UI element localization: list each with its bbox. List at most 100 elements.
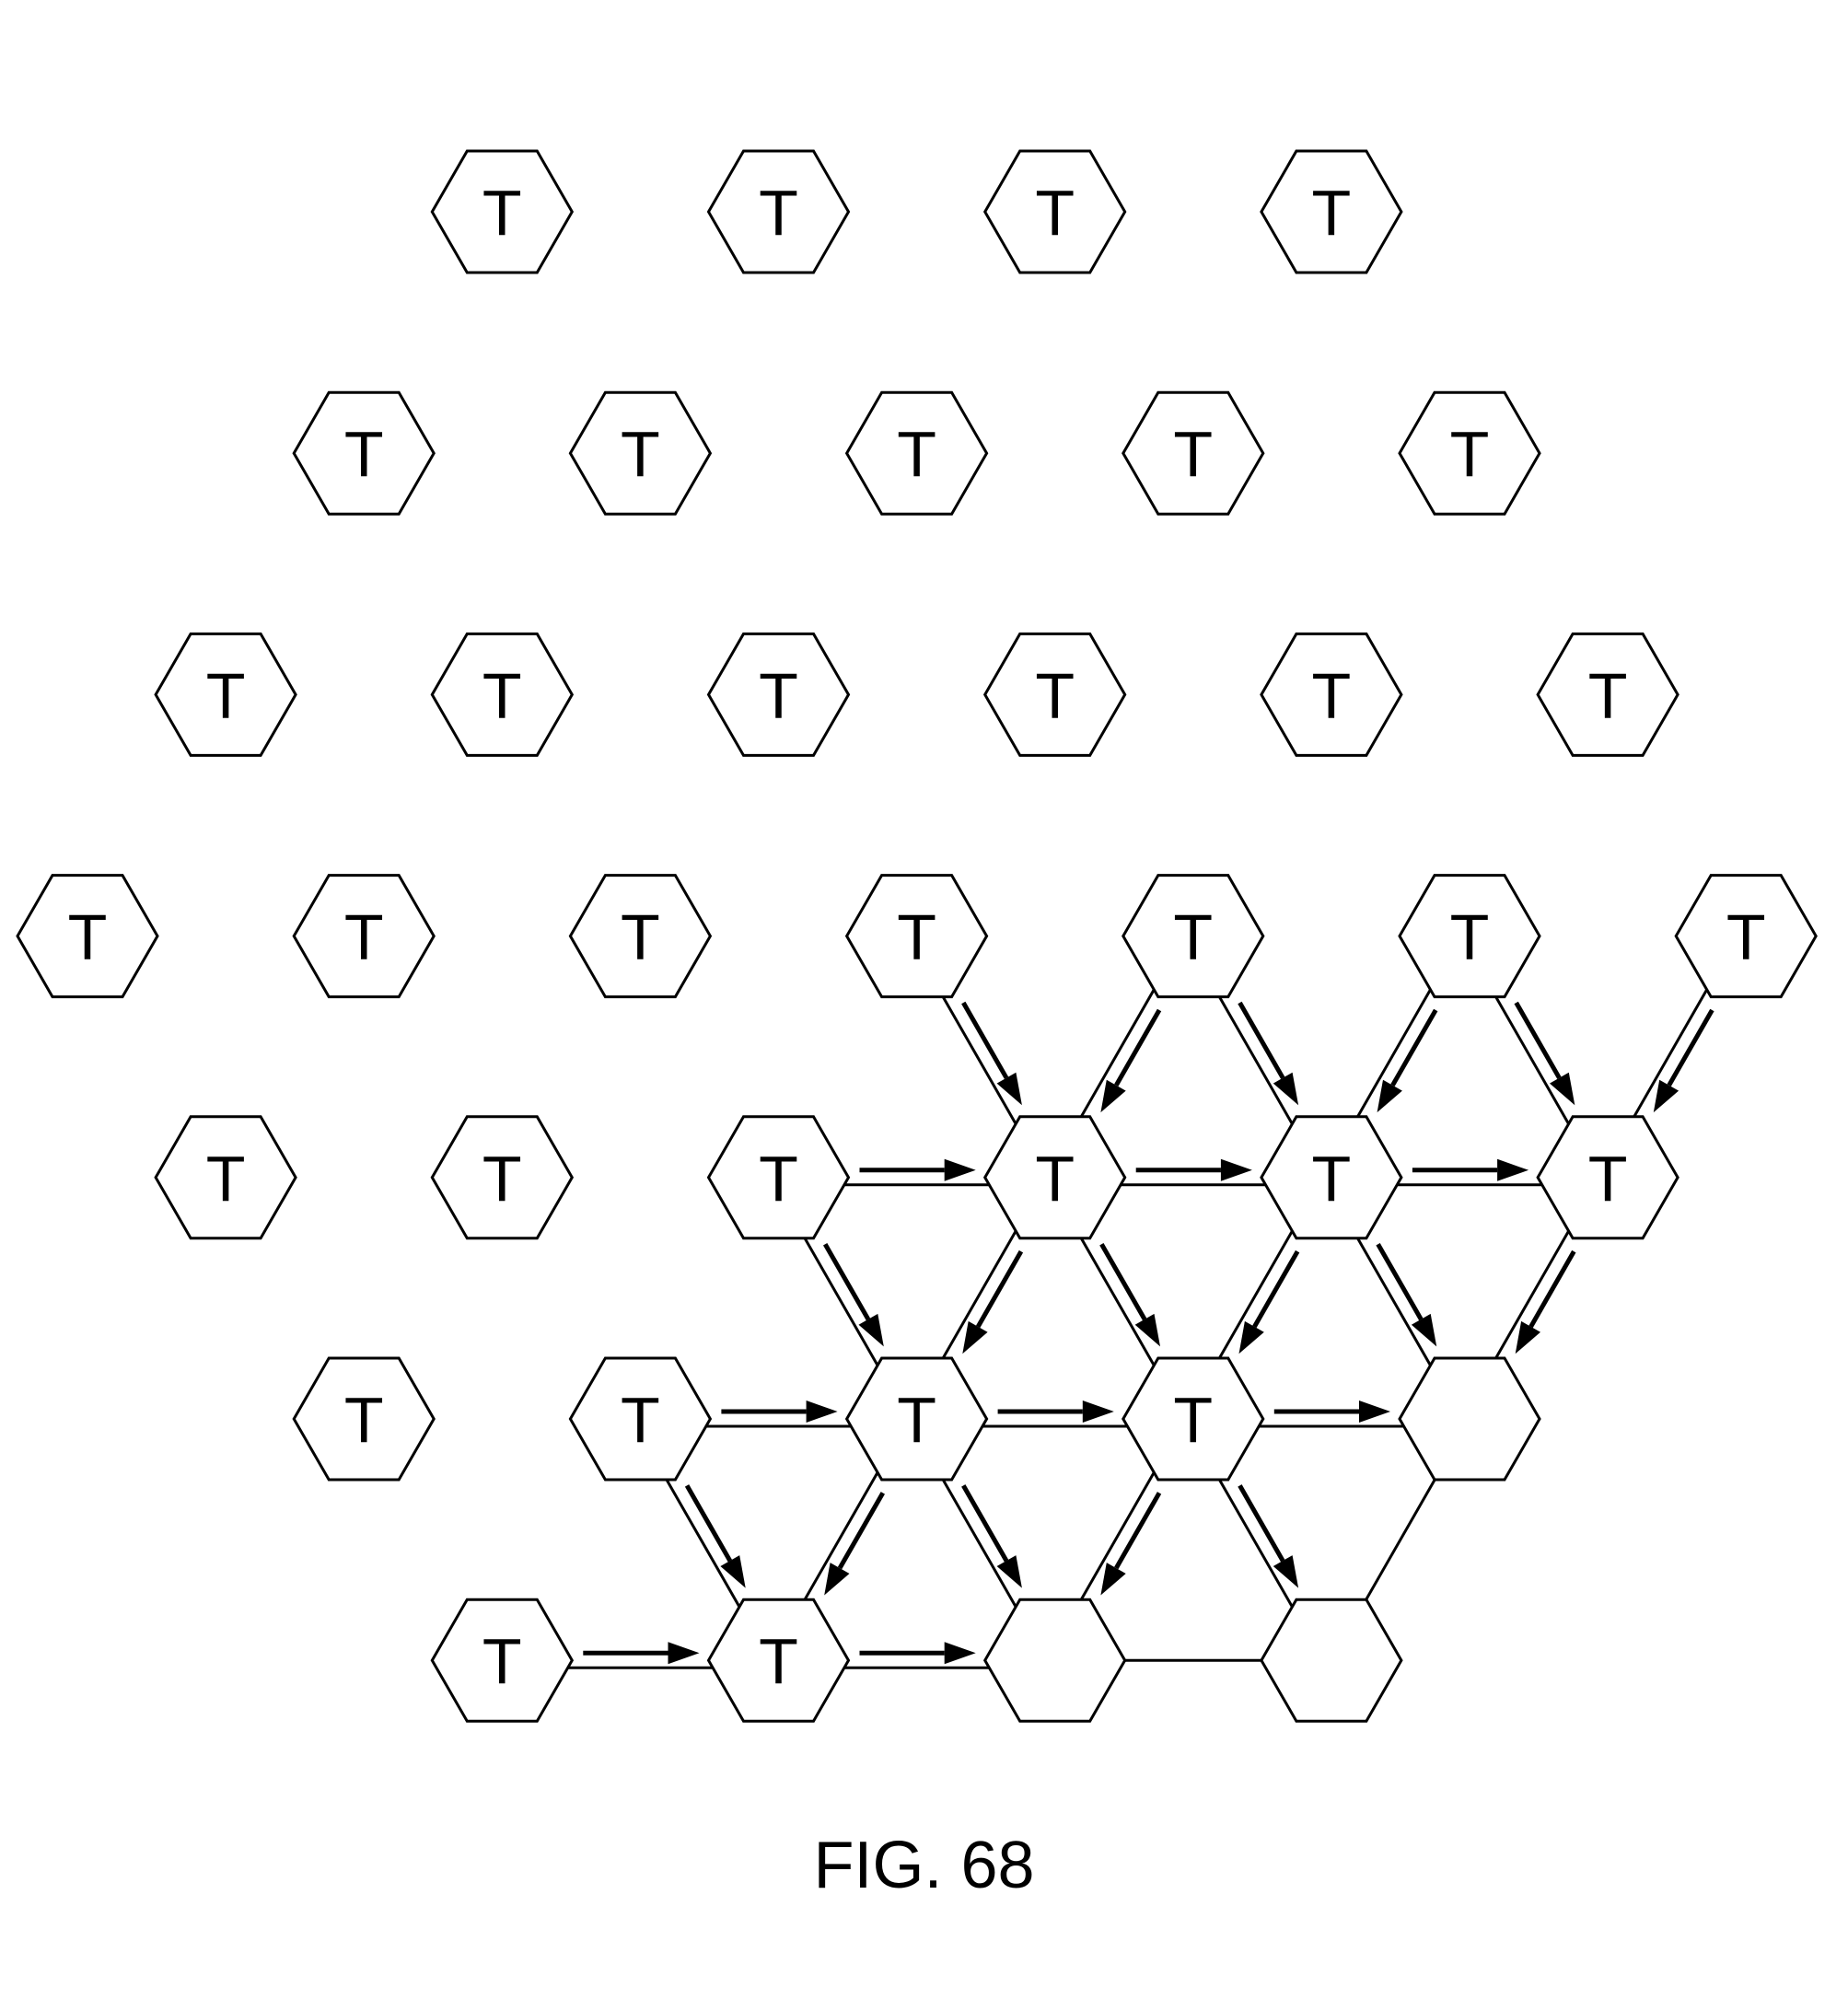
arrow-shaft <box>837 1492 885 1570</box>
hex-tile: T <box>568 390 713 516</box>
arrow-head <box>1134 1313 1160 1347</box>
hexagon-shape <box>706 149 851 274</box>
tile-label: T <box>1173 418 1213 490</box>
tile-label: T <box>759 177 798 249</box>
hex-tile: T <box>982 632 1127 757</box>
hex-tile <box>1398 1356 1541 1482</box>
tile-label: T <box>621 901 660 973</box>
hex-tile <box>982 1598 1127 1723</box>
hexagon-shape <box>844 874 989 999</box>
hexagon-shape <box>706 1598 851 1723</box>
tile-label: T <box>1173 1384 1213 1456</box>
hexagon-shape <box>982 1598 1127 1723</box>
hexagon-shape <box>568 1356 713 1482</box>
arrow-head <box>1082 1400 1114 1423</box>
tile-label: T <box>68 901 108 973</box>
arrow-head <box>944 1158 976 1181</box>
arrow-head <box>1220 1158 1252 1181</box>
tile-label: T <box>206 659 246 731</box>
hex-tile: T <box>982 1115 1127 1240</box>
hex-tile: T <box>1536 632 1679 757</box>
hexagon-shape <box>1536 632 1679 757</box>
hexagon-shape <box>844 1356 989 1482</box>
hexagon-shape <box>982 149 1127 274</box>
hexagon-shape <box>292 1356 436 1482</box>
arrow-shaft <box>1376 1242 1424 1321</box>
arrow-head <box>720 1555 746 1588</box>
hexagon-shape <box>1398 390 1541 516</box>
tile-label: T <box>482 1143 522 1215</box>
hexagon-shape <box>430 632 575 757</box>
hexagon-shape <box>568 874 713 999</box>
hex-tile: T <box>430 1598 575 1723</box>
arrow-shaft <box>1238 1001 1285 1079</box>
tile-label: T <box>344 418 384 490</box>
arrow-head <box>806 1400 838 1423</box>
hex-tile: T <box>1122 1356 1265 1482</box>
tile-label: T <box>344 901 384 973</box>
arrow-head <box>1100 1563 1126 1596</box>
hex-tile: T <box>1260 1115 1403 1240</box>
hex-tile <box>1260 1598 1403 1723</box>
arrow-shaft <box>684 1484 732 1563</box>
arrow-shaft <box>1667 1008 1714 1087</box>
hex-tile: T <box>1398 874 1541 999</box>
tile-label: T <box>1450 418 1490 490</box>
hex-tile: T <box>568 1356 713 1482</box>
hex-tile: T <box>706 1598 851 1723</box>
arrow-head <box>1653 1079 1679 1113</box>
arrow-head <box>668 1642 700 1665</box>
hexagon-shape <box>292 390 436 516</box>
hexagon-shape <box>568 390 713 516</box>
hexagon-shape <box>1122 1356 1265 1482</box>
hexagon-shape <box>982 632 1127 757</box>
arrow-shaft <box>1514 1001 1562 1079</box>
hex-tile: T <box>706 149 851 274</box>
hex-tile: T <box>430 1115 575 1240</box>
arrow-shaft <box>1528 1249 1576 1329</box>
arrow-head <box>824 1563 850 1596</box>
arrow-head <box>1497 1158 1529 1181</box>
hexagon-shape <box>1398 1356 1541 1482</box>
arrow-head <box>1359 1400 1390 1423</box>
hex-tile: T <box>706 632 851 757</box>
hexagon-shape <box>1122 390 1265 516</box>
arrow-shaft <box>1099 1242 1147 1321</box>
tile-label: T <box>482 659 522 731</box>
hex-tile: T <box>844 1356 989 1482</box>
hexagon-shape <box>154 1115 297 1240</box>
arrow-head <box>1515 1320 1540 1354</box>
tile-label: T <box>1312 659 1352 731</box>
hex-tile: T <box>1122 874 1265 999</box>
tile-label: T <box>897 901 936 973</box>
figure-caption: FIG. 68 <box>813 1829 1035 1902</box>
hexagon-shape <box>1260 149 1403 274</box>
arrow-head <box>996 1555 1022 1588</box>
arrow-shaft <box>822 1242 871 1321</box>
arrow-shaft <box>1252 1249 1300 1329</box>
hexagon-shape <box>1674 874 1818 999</box>
tile-label: T <box>1312 1143 1352 1215</box>
tile-label: T <box>759 1625 798 1697</box>
tile-label: T <box>206 1143 246 1215</box>
arrow-head <box>1377 1079 1402 1113</box>
tile-label: T <box>897 418 936 490</box>
hexagon-shape <box>16 874 159 999</box>
hex-tile: T <box>1536 1115 1679 1240</box>
hexagon-shape <box>844 390 989 516</box>
tile-label: T <box>1312 177 1352 249</box>
arrow-head <box>1273 1072 1299 1106</box>
hexagon-shape <box>1536 1115 1679 1240</box>
tile-label: T <box>482 1625 522 1697</box>
tile-label: T <box>344 1384 384 1456</box>
hex-tile: T <box>844 874 989 999</box>
tile-label: T <box>759 659 798 731</box>
arrow-head <box>996 1072 1022 1106</box>
hex-tile: T <box>430 632 575 757</box>
tile-label: T <box>1450 901 1490 973</box>
hexagon-shape <box>706 632 851 757</box>
hexagon-shape <box>982 1115 1127 1240</box>
arrow-shaft <box>1238 1484 1285 1563</box>
